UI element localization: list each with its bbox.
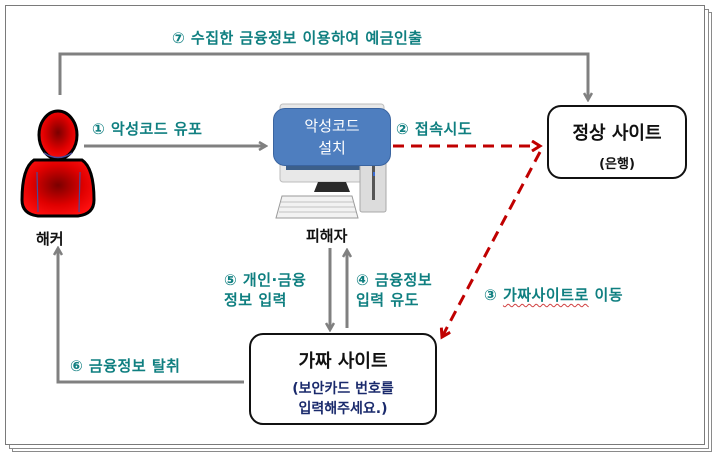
step2-label: ② 접속시도	[396, 120, 473, 138]
step4-line-1: ④ 금융정보	[356, 271, 433, 289]
step5-line-2: 정보 입력	[224, 291, 287, 309]
step5-line-1: ⑤ 개인·금융	[224, 271, 307, 289]
fake-site-subtitle-2: 입력해주세요.)	[298, 401, 388, 417]
victim-label: 피해자	[306, 227, 348, 245]
real-site-box: 정상 사이트 (은행)	[547, 105, 687, 179]
callout-line-2: 설치	[318, 139, 346, 157]
step3-number: ③	[484, 286, 503, 304]
callout-line-1: 악성코드	[304, 117, 360, 135]
fake-site-title: 가짜 사이트	[298, 351, 388, 372]
arrow-step7	[58, 52, 588, 100]
step6-label: ⑥ 금융정보 탈취	[70, 357, 181, 375]
real-site-title: 정상 사이트	[572, 123, 662, 144]
hacker-label: 해커	[36, 230, 64, 248]
fake-site-box: 가짜 사이트 (보안카드 번호를 입력해주세요.)	[249, 333, 437, 425]
step4-label: ④ 금융정보 입력 유도	[356, 270, 432, 310]
step3-label: ③ 가짜사이트로 이동	[484, 284, 623, 305]
arrow-step3	[442, 151, 542, 337]
step4-line-2: 입력 유도	[356, 291, 419, 309]
malware-install-callout: 악성코드 설치	[273, 108, 391, 166]
arrow-step6	[58, 248, 244, 384]
step3-text: 가짜사이트로	[502, 286, 589, 304]
step1-label: ① 악성코드 유포	[92, 120, 203, 138]
person-icon	[20, 109, 96, 218]
step5-label: ⑤ 개인·금융 정보 입력	[224, 270, 306, 310]
step7-label: ⑦ 수집한 금융정보 이용하여 예금인출	[172, 29, 423, 47]
step3-tail: 이동	[588, 286, 624, 304]
real-site-subtitle: (은행)	[599, 157, 635, 172]
fake-site-subtitle-1: (보안카드 번호를	[292, 381, 394, 397]
